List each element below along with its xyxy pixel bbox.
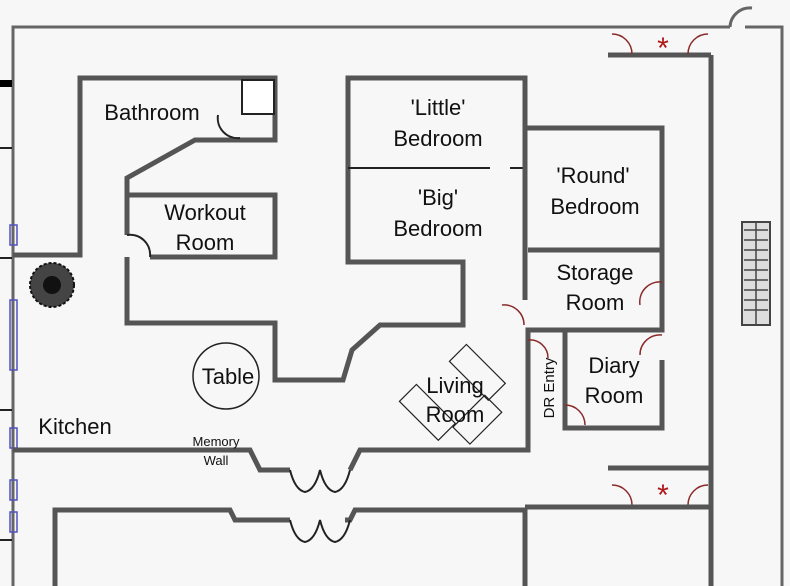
workout-door: [126, 233, 152, 258]
label-memory-wall-2: Wall: [204, 453, 229, 468]
corridor-wall: [608, 52, 714, 505]
label-storage-1: Storage: [556, 260, 633, 285]
bottom-rooms-wall: [52, 504, 714, 586]
label-little-1: 'Little': [411, 95, 466, 120]
label-dr-entry: DR Entry: [541, 357, 558, 418]
storage-diary-wall: [522, 128, 665, 431]
sofas: [398, 343, 507, 445]
stairs-icon: [741, 221, 771, 326]
label-workout-2: Room: [176, 230, 235, 255]
side-doors: [9, 224, 18, 533]
label-round-2: Bedroom: [550, 194, 639, 219]
bottom-doors: [289, 519, 351, 544]
label-living-1: Living: [426, 373, 483, 398]
left-marker: [0, 80, 12, 87]
left-edge-lines: [0, 147, 12, 541]
label-diary-2: Room: [585, 383, 644, 408]
label-round-1: 'Round': [556, 163, 629, 188]
label-little-2: Bedroom: [393, 126, 482, 151]
interior-doors: [501, 281, 663, 426]
entrance-door: [728, 6, 753, 28]
label-big-1: 'Big': [418, 185, 458, 210]
memory-wall-doors: [289, 469, 351, 494]
east-block-wall: [13, 125, 665, 473]
label-workout-1: Workout: [164, 200, 246, 225]
central-wall: [124, 75, 528, 383]
label-diary-1: Diary: [588, 353, 639, 378]
label-big-2: Bedroom: [393, 216, 482, 241]
shower: [241, 79, 275, 115]
table-circle: [192, 342, 260, 410]
airlock-doors: [611, 33, 709, 506]
label-living-2: Room: [426, 402, 485, 427]
label-storage-2: Room: [566, 290, 625, 315]
label-memory-wall-1: Memory: [193, 434, 240, 449]
star-marker-top: *: [657, 32, 669, 65]
label-bathroom: Bathroom: [104, 100, 199, 125]
label-table: Table: [202, 364, 255, 389]
star-marker-bottom: *: [657, 479, 669, 512]
outer-wall: [11, 25, 784, 586]
label-kitchen: Kitchen: [38, 414, 111, 439]
hot-tub-center: [43, 276, 61, 294]
workout-room-wall: [127, 192, 278, 260]
bathroom-door: [216, 114, 241, 140]
